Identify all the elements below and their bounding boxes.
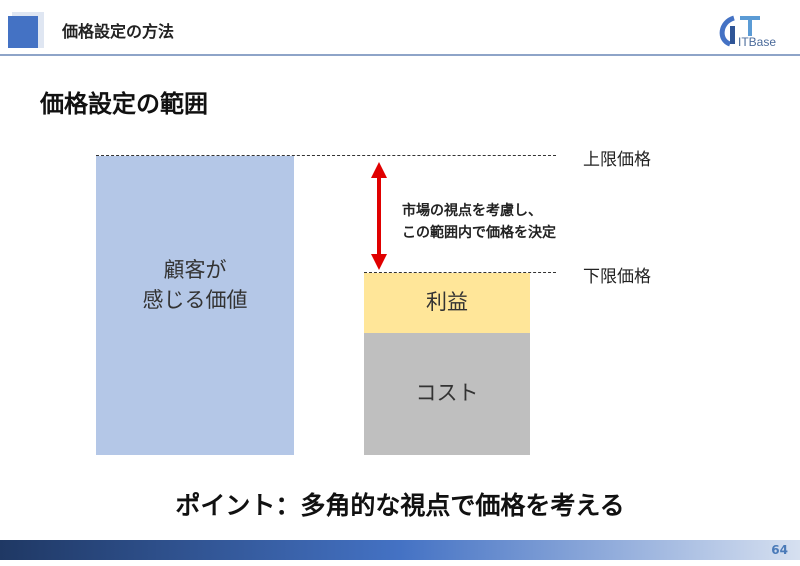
upper-limit-line [96,155,556,156]
header-square-icon [8,16,38,48]
header-divider [0,54,800,56]
customer-value-box: 顧客が 感じる価値 [96,156,294,455]
section-title: 価格設定の範囲 [40,90,208,118]
upper-limit-label: 上限価格 [583,150,651,170]
footer-bar [0,540,800,560]
lower-limit-line [364,272,556,273]
note-line1: 市場の視点を考慮し、 [402,203,542,219]
header-title: 価格設定の方法 [62,22,175,41]
key-point: ポイント：多角的な視点で価格を考える [175,491,625,520]
cost-box: コスト [364,333,530,455]
note-line2: この範囲内で価格を決定 [402,225,556,241]
itbase-logo: ITBase [716,10,796,50]
value-line1: 顧客が [163,258,227,283]
range-note: 市場の視点を考慮し、 この範囲内で価格を決定 [402,200,556,244]
profit-box: 利益 [364,273,530,333]
page-number: 64 [771,543,788,557]
svg-text:ITBase: ITBase [738,35,776,49]
value-line2: 感じる価値 [142,287,248,312]
lower-limit-label: 下限価格 [583,267,651,287]
double-arrow-icon [371,162,387,270]
